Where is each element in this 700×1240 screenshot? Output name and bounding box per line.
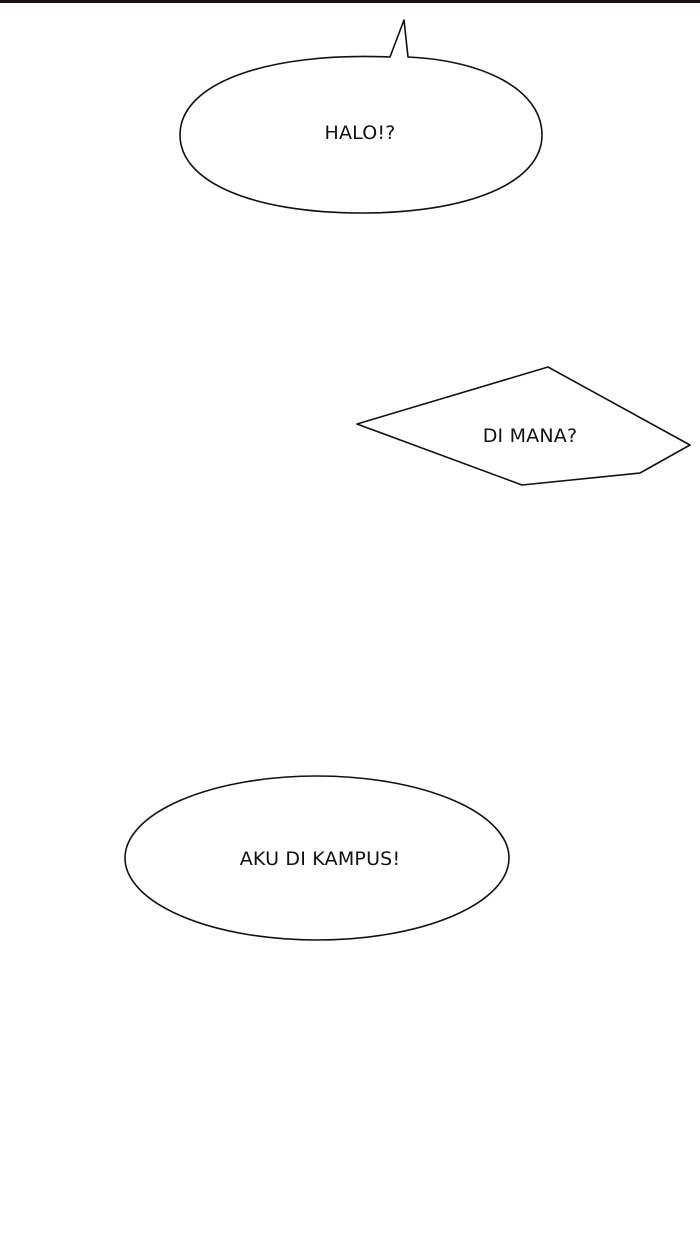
bubble-1-text: HALO!? bbox=[324, 122, 396, 144]
bubble-1-outline bbox=[179, 19, 543, 214]
bubble-2-outline bbox=[356, 366, 691, 486]
speech-bubble-1 bbox=[179, 19, 543, 214]
bubble-3-text: AKU DI KAMPUS! bbox=[239, 848, 401, 870]
bubble-3-outline bbox=[124, 775, 510, 941]
bubble-2-text: DI MANA? bbox=[482, 425, 578, 447]
top-edge-strip bbox=[0, 0, 700, 3]
speech-bubble-3 bbox=[124, 775, 510, 941]
speech-bubble-2 bbox=[356, 366, 691, 486]
